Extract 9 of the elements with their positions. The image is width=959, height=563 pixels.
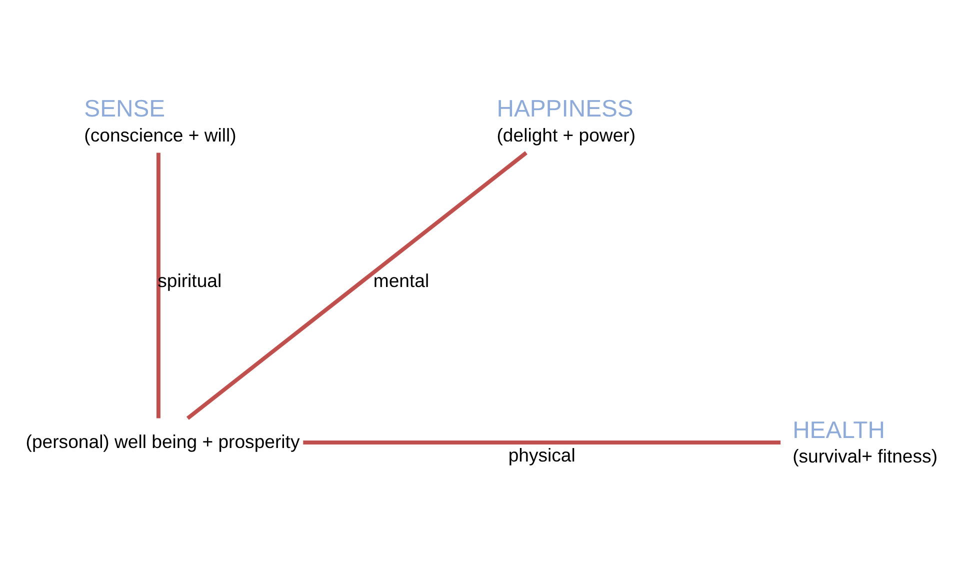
connector	[156, 152, 160, 418]
connector	[186, 150, 528, 420]
node-text: HEALTH (survival+ fitness)	[792, 416, 938, 466]
edge-label: mental	[373, 269, 430, 290]
node-text: HAPPINESS (delight + power)	[496, 95, 636, 146]
edge-label: physical	[508, 444, 576, 465]
node-text: (personal) well being + prosperity	[26, 430, 300, 452]
connector	[303, 440, 781, 444]
node-text: SENSE (conscience + will)	[84, 95, 236, 146]
